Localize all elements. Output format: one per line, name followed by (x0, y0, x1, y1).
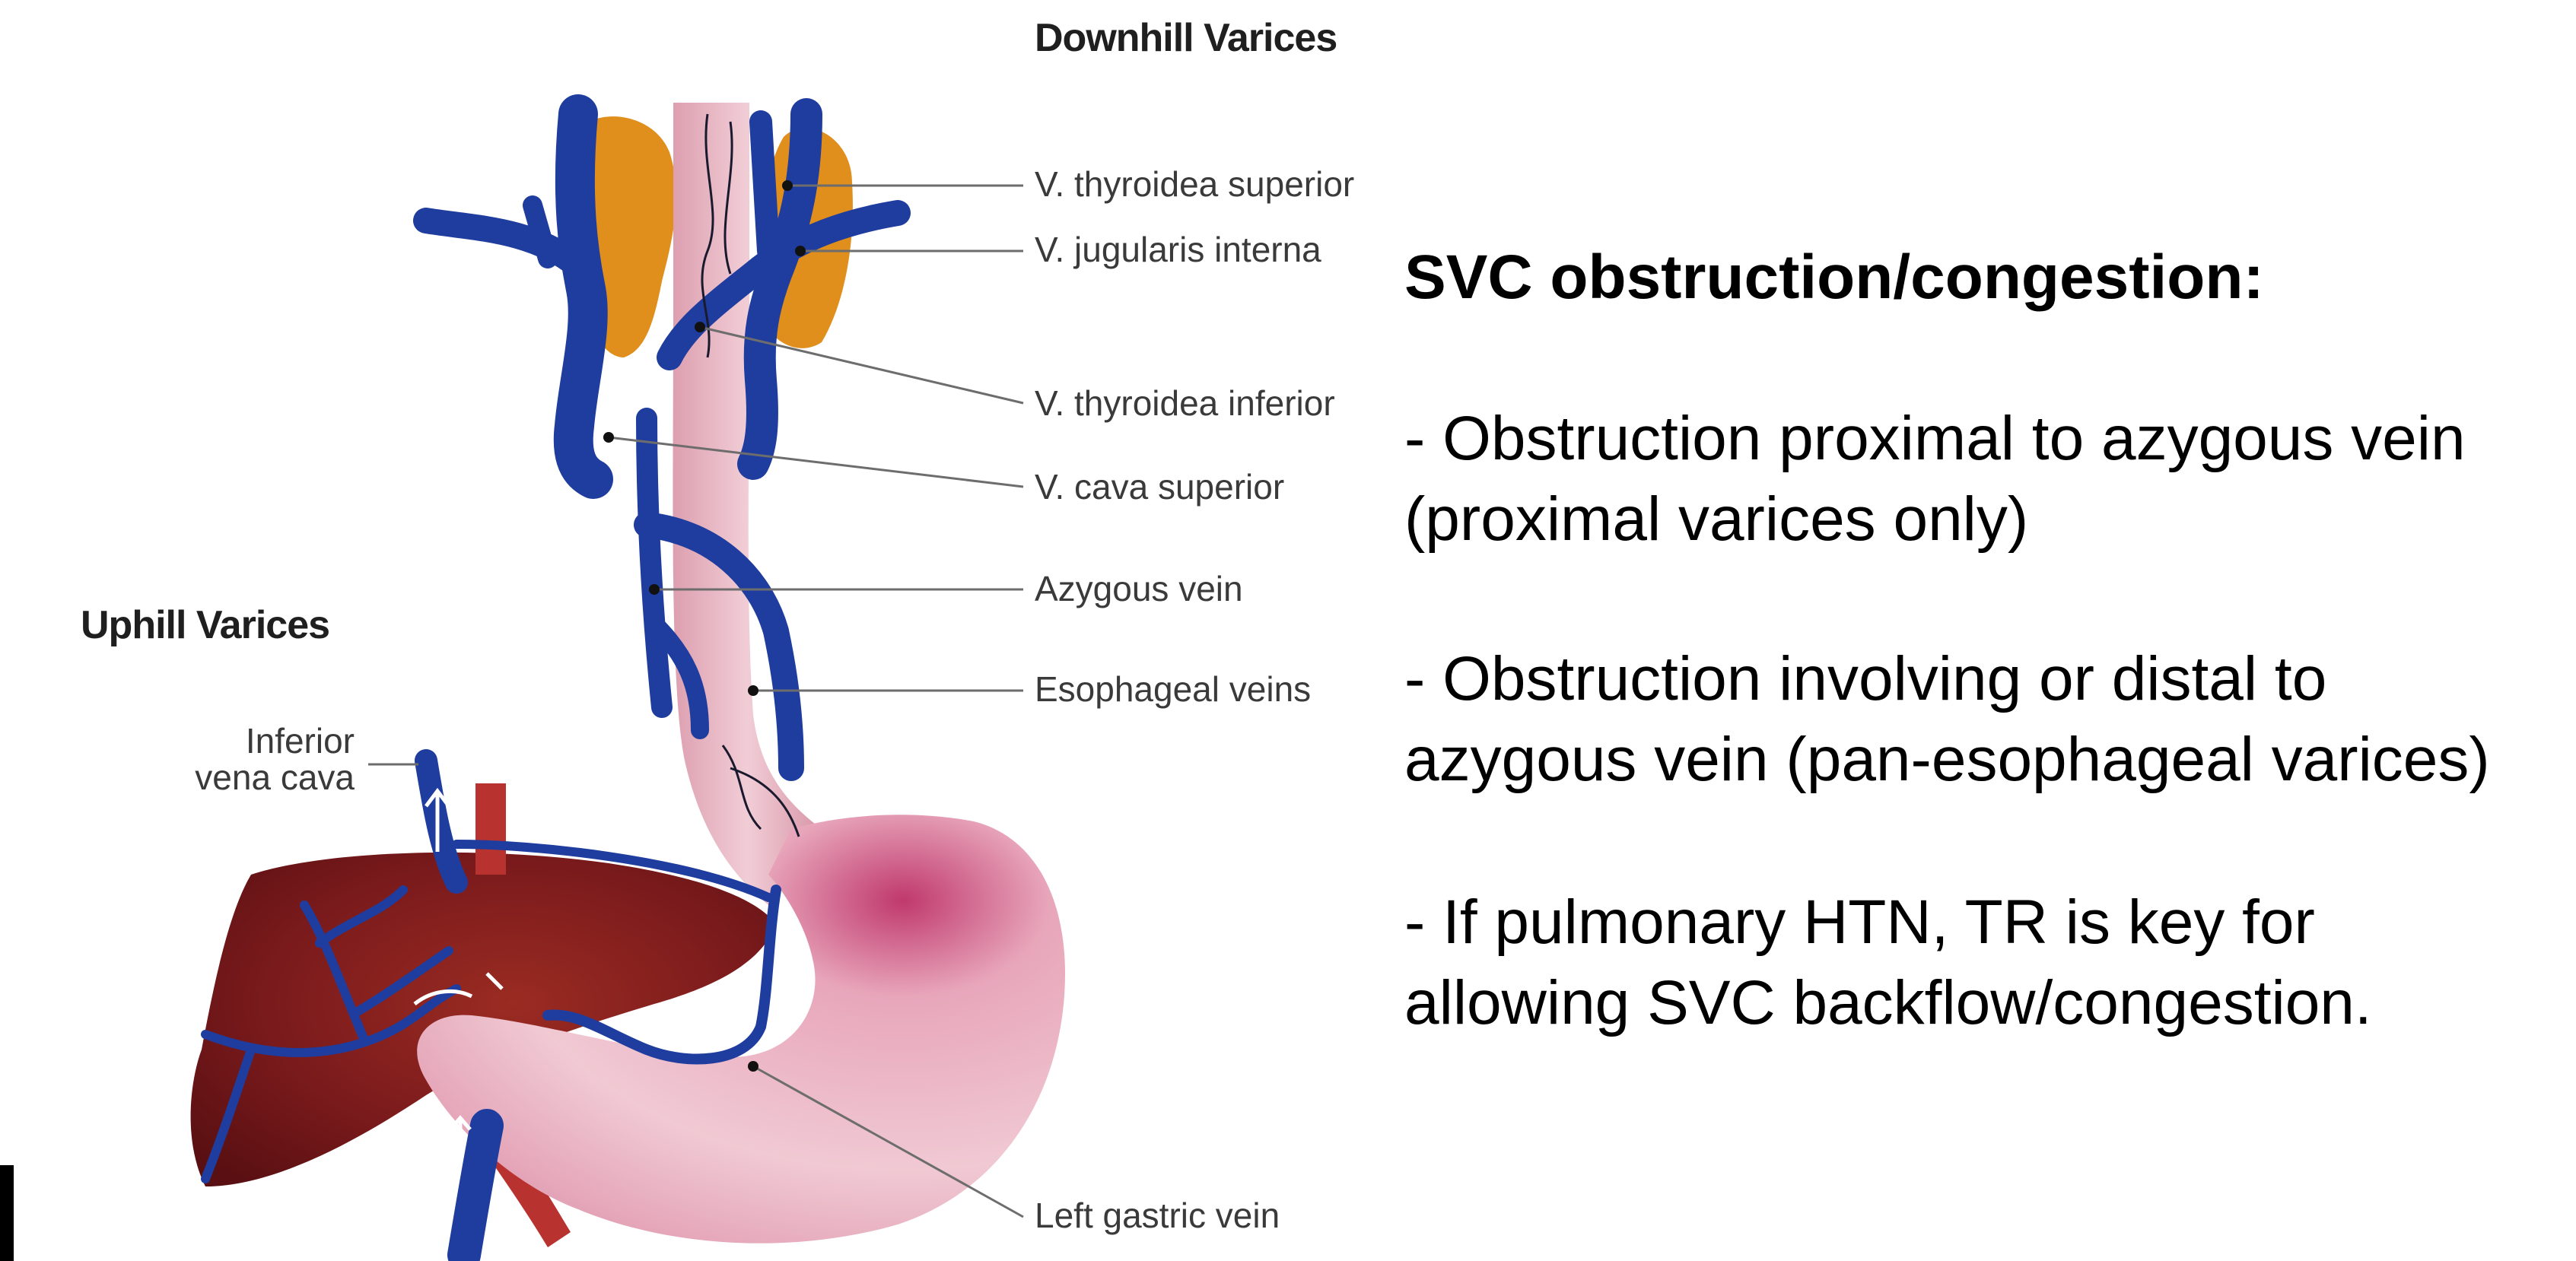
bullet-3-line1: - If pulmonary HTN, TR is key for (1404, 882, 2315, 963)
bullet-2-line2: azygous vein (pan-esophageal varices) (1404, 719, 2490, 800)
label-cava-superior: V. cava superior (1035, 467, 1284, 507)
downhill-heading: Downhill Varices (1035, 15, 1337, 61)
bullet-3-line2: allowing SVC backflow/congestion. (1404, 963, 2372, 1043)
azygous-vein (647, 418, 662, 707)
bullet-1-line1: - Obstruction proximal to azygous vein (1404, 399, 2466, 479)
label-esophageal: Esophageal veins (1035, 669, 1311, 709)
label-jugularis-interna: V. jugularis interna (1035, 230, 1321, 269)
label-thyroidea-superior: V. thyroidea superior (1035, 164, 1354, 204)
label-ivc-line1: Inferior (246, 721, 355, 761)
label-left-gastric: Left gastric vein (1035, 1196, 1280, 1235)
bullet-2-line1: - Obstruction involving or distal to (1404, 639, 2326, 719)
jugular-right-branch-vein (761, 122, 768, 251)
label-ivc-line2: vena cava (195, 758, 355, 797)
label-azygous: Azygous vein (1035, 569, 1243, 608)
aorta-shape (475, 783, 506, 875)
svc-left-vein (574, 114, 593, 479)
label-thyroidea-inferior: V. thyroidea inferior (1035, 383, 1335, 423)
portal-vein-lower (464, 1126, 487, 1255)
bullet-1-line2: (proximal varices only) (1404, 479, 2028, 560)
notes-title: SVC obstruction/congestion: (1404, 242, 2264, 313)
uphill-heading: Uphill Varices (81, 602, 329, 648)
left-edge-bar (0, 1165, 14, 1261)
